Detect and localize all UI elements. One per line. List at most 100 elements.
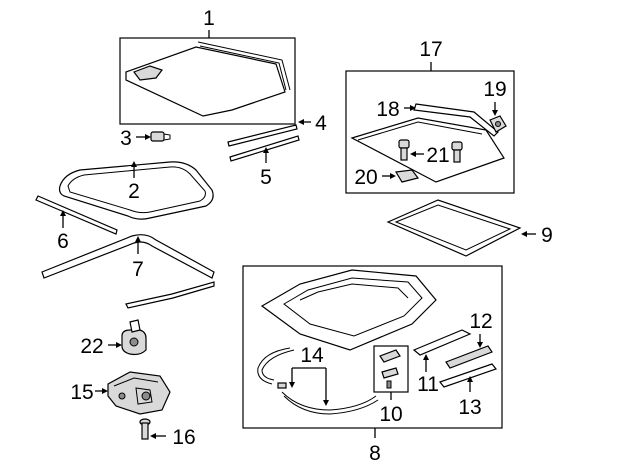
deflector-strip-shape bbox=[229, 135, 300, 162]
handle-shape bbox=[395, 169, 420, 183]
arrow-13 bbox=[467, 376, 473, 382]
frame-seal-inner bbox=[394, 204, 512, 251]
part-22-motor-bracket[interactable] bbox=[121, 319, 147, 356]
callout-3: 3 bbox=[120, 127, 132, 150]
arrow-20 bbox=[390, 173, 396, 179]
part-6-weatherstrip-front[interactable] bbox=[35, 195, 118, 235]
callout-10: 10 bbox=[379, 403, 402, 426]
arrow-22 bbox=[116, 342, 122, 348]
motor-gear-hub bbox=[141, 391, 151, 401]
glass-panel-trim-inner bbox=[199, 45, 287, 91]
glass-panel-bracket bbox=[133, 65, 163, 81]
arrow-11 bbox=[423, 354, 429, 360]
roof-weatherstrip-shape bbox=[41, 234, 215, 279]
sunshade-panel-edge bbox=[357, 121, 483, 141]
drain-hose-right-inner bbox=[283, 395, 379, 415]
clip-kit-clip-b bbox=[381, 367, 399, 379]
part-3-bolt[interactable] bbox=[150, 131, 171, 142]
glass-seal-inner bbox=[67, 166, 206, 214]
housing-frame-inner bbox=[283, 277, 423, 337]
part-7-roof-weatherstrip[interactable] bbox=[41, 234, 215, 309]
bolt-21a-shank bbox=[400, 147, 408, 161]
callout-9: 9 bbox=[541, 224, 553, 247]
callout-21: 21 bbox=[426, 144, 449, 167]
part-5-deflector-strip[interactable] bbox=[229, 135, 300, 162]
arrow-3 bbox=[145, 134, 151, 140]
callout-18: 18 bbox=[376, 98, 399, 121]
motor-detail-top bbox=[113, 377, 159, 387]
part-10-clip-kit[interactable] bbox=[373, 345, 409, 393]
arrow-14-left bbox=[289, 382, 295, 388]
clip-kit-screw bbox=[386, 380, 392, 389]
callout-16: 16 bbox=[172, 426, 195, 449]
part-11-guide-rail[interactable] bbox=[412, 329, 472, 356]
callout-15: 15 bbox=[70, 381, 93, 404]
part-13-side-rail[interactable] bbox=[439, 363, 497, 388]
part-18-sunshade-front-bar[interactable] bbox=[413, 103, 499, 137]
callout-17: 17 bbox=[419, 38, 442, 61]
bolt-shank bbox=[163, 133, 171, 141]
motor-detail-gear bbox=[135, 387, 153, 405]
part-8-sunroof-housing[interactable] bbox=[242, 265, 503, 429]
part-9-frame-seal[interactable] bbox=[386, 199, 522, 257]
screw-shank bbox=[141, 422, 149, 440]
callout-5: 5 bbox=[260, 166, 272, 189]
arrow-9 bbox=[521, 231, 527, 237]
drain-hose-right bbox=[281, 391, 377, 411]
callout-7: 7 bbox=[132, 258, 144, 281]
part-4-deflector-trim[interactable] bbox=[227, 124, 298, 147]
drain-hose-connector bbox=[277, 382, 287, 389]
part-20-sunshade-handle[interactable] bbox=[395, 169, 420, 183]
arrow-6 bbox=[60, 210, 66, 216]
callout-4: 4 bbox=[315, 112, 327, 135]
arrow-2 bbox=[131, 161, 137, 167]
bolt-21b-shank bbox=[453, 149, 461, 163]
bolt-head bbox=[150, 131, 165, 142]
glass-seal-outer bbox=[58, 161, 214, 220]
deflector-trim-shape bbox=[227, 124, 298, 147]
part-1-glass-panel[interactable] bbox=[119, 37, 296, 125]
callout-6: 6 bbox=[57, 230, 69, 253]
bolt-21a-head bbox=[398, 139, 410, 149]
sunshade-panel bbox=[350, 117, 505, 183]
part-17-sunshade-assembly[interactable] bbox=[345, 70, 515, 194]
arrow-14-right bbox=[323, 400, 329, 406]
clip-kit-clip-a bbox=[379, 349, 401, 363]
side-rail-shape bbox=[439, 363, 497, 388]
callout-11: 11 bbox=[417, 373, 439, 396]
glass-panel-shape bbox=[125, 46, 286, 117]
motor-bracket-tab bbox=[129, 319, 141, 333]
callout-22: 22 bbox=[80, 335, 103, 358]
callout-12: 12 bbox=[469, 310, 492, 333]
arrow-15 bbox=[102, 388, 108, 394]
part-19-sunshade-clip[interactable] bbox=[489, 115, 507, 133]
part-12-rail-cover[interactable] bbox=[445, 345, 493, 369]
callout-2: 2 bbox=[128, 180, 140, 203]
bolt-21b-head bbox=[451, 141, 463, 151]
callout-20: 20 bbox=[354, 166, 377, 189]
arrow-5 bbox=[263, 147, 269, 153]
arrow-4 bbox=[298, 119, 304, 125]
callout-1: 1 bbox=[203, 7, 215, 30]
part-8-box bbox=[242, 265, 503, 429]
part-2-glass-seal[interactable] bbox=[58, 161, 214, 220]
part-15-motor-assembly[interactable] bbox=[107, 371, 171, 415]
part-1-box bbox=[119, 37, 296, 125]
part-16-motor-screw[interactable] bbox=[139, 418, 151, 440]
drain-hose-left bbox=[257, 347, 291, 385]
arrow-19 bbox=[492, 110, 498, 116]
callout-8: 8 bbox=[369, 442, 381, 465]
part-21-sunshade-bolt[interactable] bbox=[398, 139, 463, 163]
callout-19: 19 bbox=[483, 78, 506, 101]
callout-13: 13 bbox=[458, 396, 481, 419]
part-14-drain-hoses[interactable] bbox=[257, 347, 379, 415]
motor-bracket-hole bbox=[129, 337, 139, 347]
arrow-7 bbox=[135, 236, 141, 242]
guide-rail-shape bbox=[412, 329, 472, 356]
arrow-16 bbox=[150, 433, 156, 439]
motor-mount-hole bbox=[118, 392, 126, 400]
housing-frame-opening bbox=[299, 283, 409, 301]
arrow-18 bbox=[410, 105, 416, 111]
